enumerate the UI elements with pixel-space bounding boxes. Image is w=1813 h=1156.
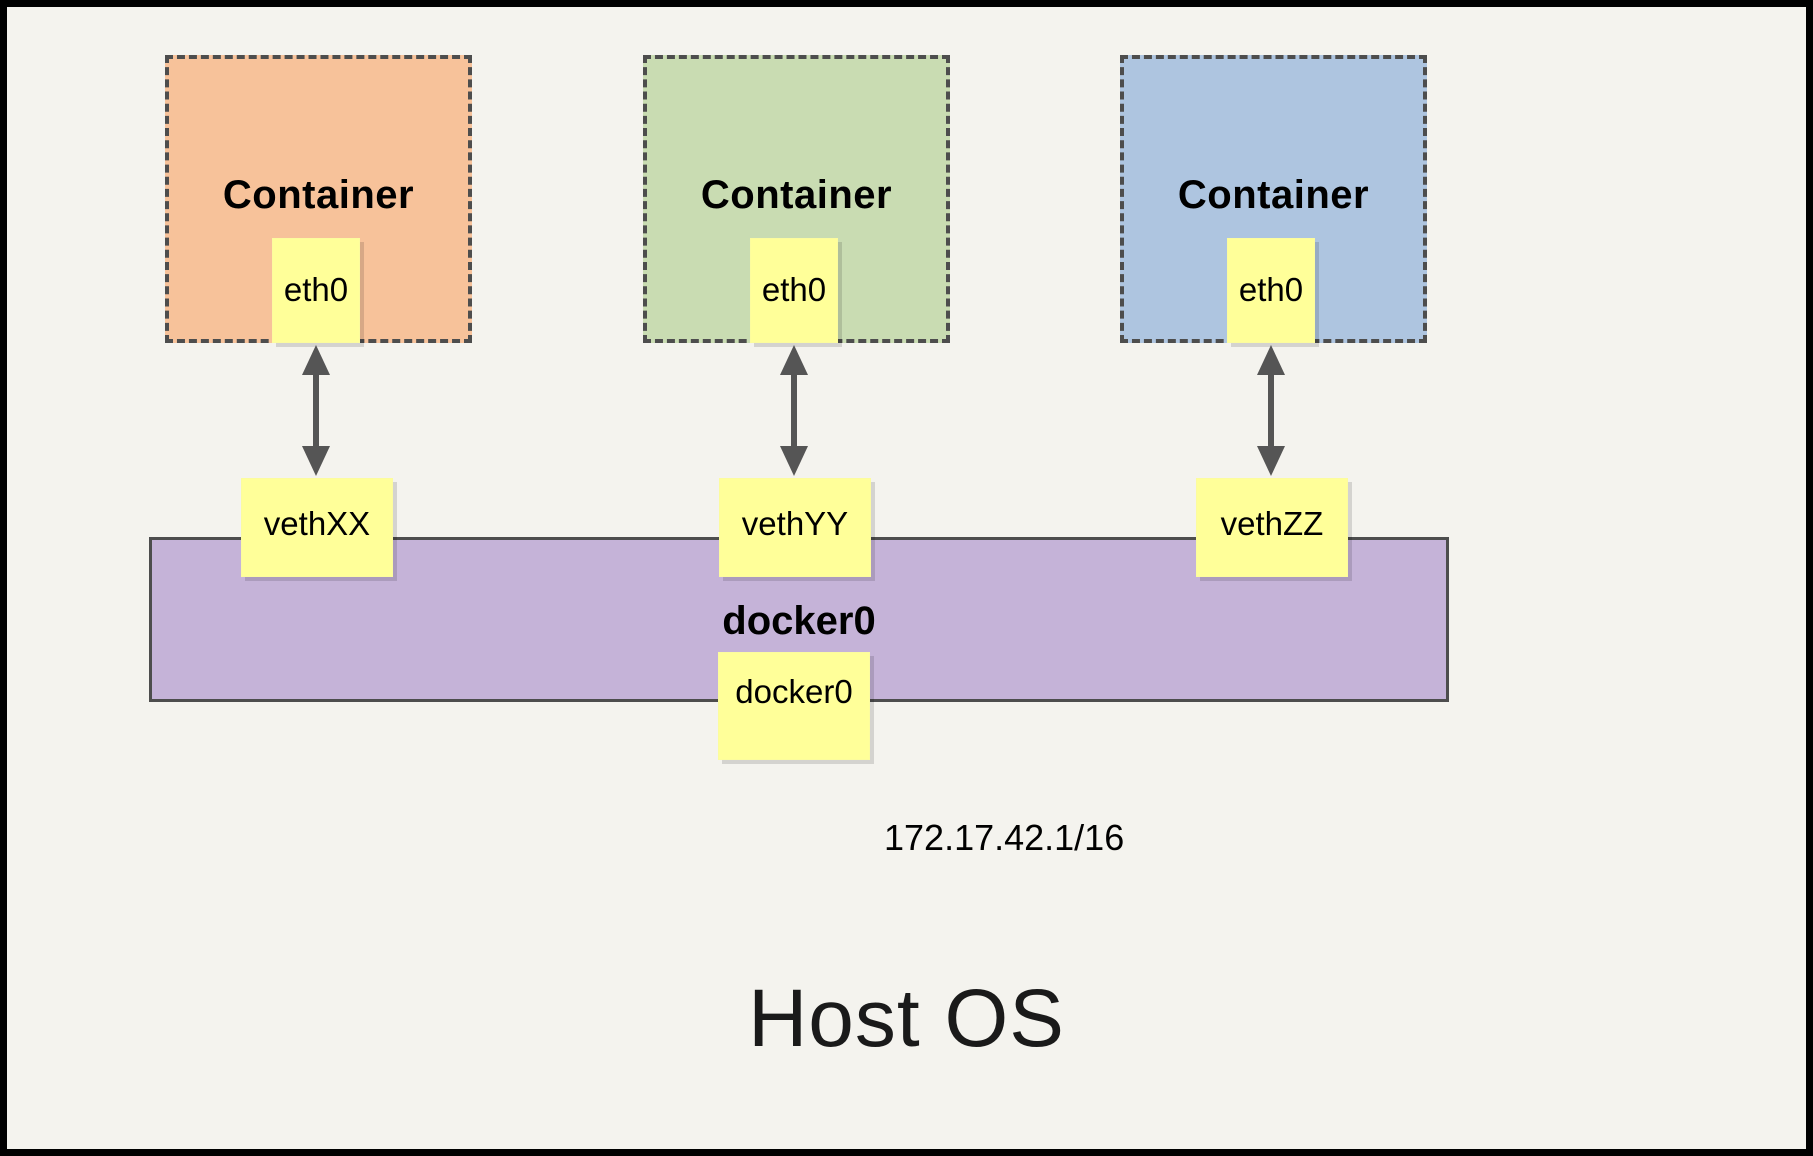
container-title-3: Container (1177, 173, 1370, 217)
eth0-note-3[interactable]: eth0 (1227, 238, 1315, 343)
veth-note-2[interactable]: vethYY (719, 478, 871, 577)
veth-note-label-1: vethXX (263, 505, 371, 542)
docker0-port-label: docker0 (735, 673, 853, 710)
eth0-note-1[interactable]: eth0 (272, 238, 360, 343)
veth-link-arrow-2 (780, 345, 808, 476)
veth-note-label-2: vethYY (741, 505, 849, 542)
container-title-2: Container (700, 173, 893, 217)
eth0-note-2[interactable]: eth0 (750, 238, 838, 343)
eth0-note-label-3: eth0 (1238, 271, 1304, 308)
host-os-label: Host OS (748, 973, 1065, 1064)
veth-link-arrow-3 (1257, 345, 1285, 476)
eth0-note-label-2: eth0 (761, 271, 827, 308)
veth-note-1[interactable]: vethXX (241, 478, 393, 577)
docker0-port-note[interactable]: docker0 (718, 652, 870, 760)
veth-note-label-3: vethZZ (1220, 505, 1324, 542)
eth0-note-label-1: eth0 (283, 271, 349, 308)
docker0-ip-label: 172.17.42.1/16 (884, 817, 1125, 858)
veth-note-3[interactable]: vethZZ (1196, 478, 1348, 577)
veth-link-arrow-1 (302, 345, 330, 476)
container-title-1: Container (222, 173, 415, 217)
docker0-bridge-label: docker0 (722, 599, 876, 643)
